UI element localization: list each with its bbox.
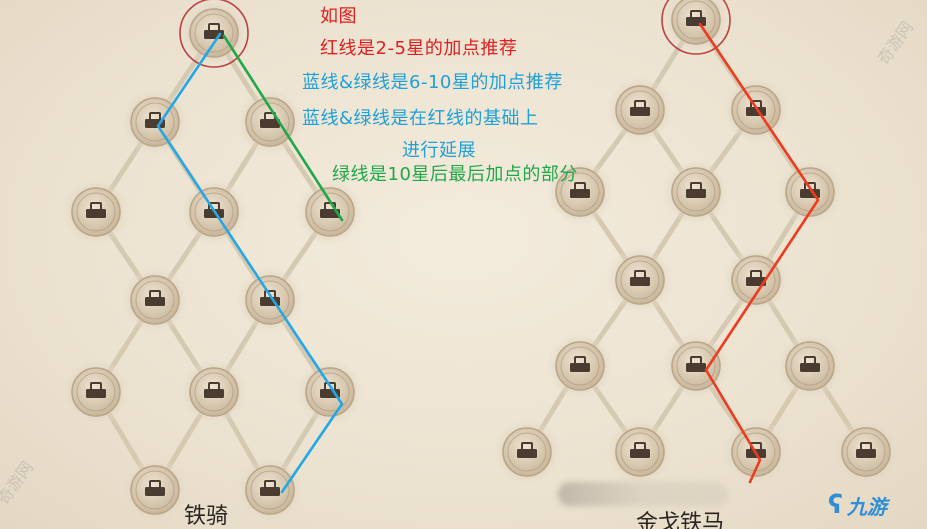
annotation-red-line: 红线是2-5星的加点推荐 (320, 38, 518, 59)
skill-icon-handle (521, 442, 533, 451)
skill-node-inner-ring (560, 346, 600, 386)
skill-node-inner-ring (135, 102, 175, 142)
green-path-line (222, 34, 344, 222)
skill-icon-handle (690, 182, 702, 191)
skill-node-inner-ring (676, 0, 716, 40)
blue-path-line (156, 32, 344, 494)
skill-node-inner-ring (194, 192, 234, 232)
skill-icon-body (145, 487, 165, 496)
skill-icon-handle (750, 270, 762, 279)
skill-icon-body (260, 487, 280, 496)
skill-icon-body (630, 107, 650, 116)
skill-node-inner-ring (135, 280, 175, 320)
skill-icon-body (204, 389, 224, 398)
skill-icon-body (686, 189, 706, 198)
skill-node-inner-ring (676, 346, 716, 386)
skill-icon-handle (860, 442, 872, 451)
annotation-green-line: 绿线是10星后最后加点的部分 (332, 164, 578, 185)
skill-icon-handle (634, 442, 646, 451)
red-path-line (698, 22, 820, 484)
annotation-title: 如图 (320, 6, 357, 27)
skill-icon-body (86, 209, 106, 218)
skill-node-inner-ring (250, 470, 290, 510)
skill-icon-handle (90, 382, 102, 391)
annotation-blue-green-line: 蓝线&绿线是6-10星的加点推荐 (302, 72, 563, 93)
start-node-highlight-ring (661, 0, 731, 55)
skill-node-inner-ring (194, 13, 234, 53)
skill-icon-handle (149, 480, 161, 489)
skill-icon-body (686, 363, 706, 372)
start-node-highlight-ring (179, 0, 249, 68)
skill-icon-handle (804, 356, 816, 365)
skill-node-inner-ring (620, 432, 660, 472)
skill-icon-handle (264, 480, 276, 489)
skill-node-inner-ring (310, 372, 350, 412)
skill-icon-handle (149, 112, 161, 121)
skill-icon-handle (264, 290, 276, 299)
skill-icon-handle (149, 290, 161, 299)
skill-icon-handle (634, 270, 646, 279)
annotation-extension-1: 蓝线&绿线是在红线的基础上 (302, 108, 539, 129)
skill-icon-body (570, 363, 590, 372)
skill-icon-body (145, 297, 165, 306)
skill-icon-handle (324, 382, 336, 391)
skill-node-inner-ring (790, 346, 830, 386)
skill-icon-body (86, 389, 106, 398)
skill-icon-handle (574, 182, 586, 191)
skill-node-inner-ring (250, 280, 290, 320)
skill-node-inner-ring (76, 192, 116, 232)
site-logo: ʕ 九游 (828, 490, 887, 520)
skill-node-inner-ring (76, 372, 116, 412)
skill-icon-body (204, 209, 224, 218)
skill-node-inner-ring (250, 102, 290, 142)
skill-icon-handle (90, 202, 102, 211)
skill-icon-body (630, 277, 650, 286)
right-tree-caption: 金戈铁马 (636, 511, 725, 529)
left-tree-caption: 铁骑 (184, 504, 229, 529)
skill-node-inner-ring (736, 90, 776, 130)
skill-node-inner-ring (194, 372, 234, 412)
logo-text: 九游 (846, 494, 887, 519)
skill-icon-body (260, 119, 280, 128)
skill-node-inner-ring (620, 90, 660, 130)
skill-node-inner-ring (846, 432, 886, 472)
skill-icon-handle (634, 100, 646, 109)
skill-node-inner-ring (507, 432, 547, 472)
skill-node-inner-ring (310, 192, 350, 232)
skill-icon-body (570, 189, 590, 198)
blurred-text-overlay (558, 482, 728, 506)
skill-node-inner-ring (560, 172, 600, 212)
skill-node-inner-ring (620, 260, 660, 300)
skill-node-inner-ring (135, 470, 175, 510)
skill-icon-body (517, 449, 537, 458)
skill-node-inner-ring (676, 172, 716, 212)
annotation-extension-2: 进行延展 (402, 140, 476, 161)
skill-icon-handle (208, 382, 220, 391)
skill-icon-body (746, 277, 766, 286)
skill-icon-handle (690, 10, 702, 19)
skill-icon-body (856, 449, 876, 458)
skill-node-inner-ring (736, 260, 776, 300)
skill-icon-body (800, 363, 820, 372)
skill-icon-body (630, 449, 650, 458)
skill-icon-handle (690, 356, 702, 365)
skill-icon-handle (208, 23, 220, 32)
logo-icon: ʕ (828, 490, 843, 520)
skill-icon-handle (574, 356, 586, 365)
